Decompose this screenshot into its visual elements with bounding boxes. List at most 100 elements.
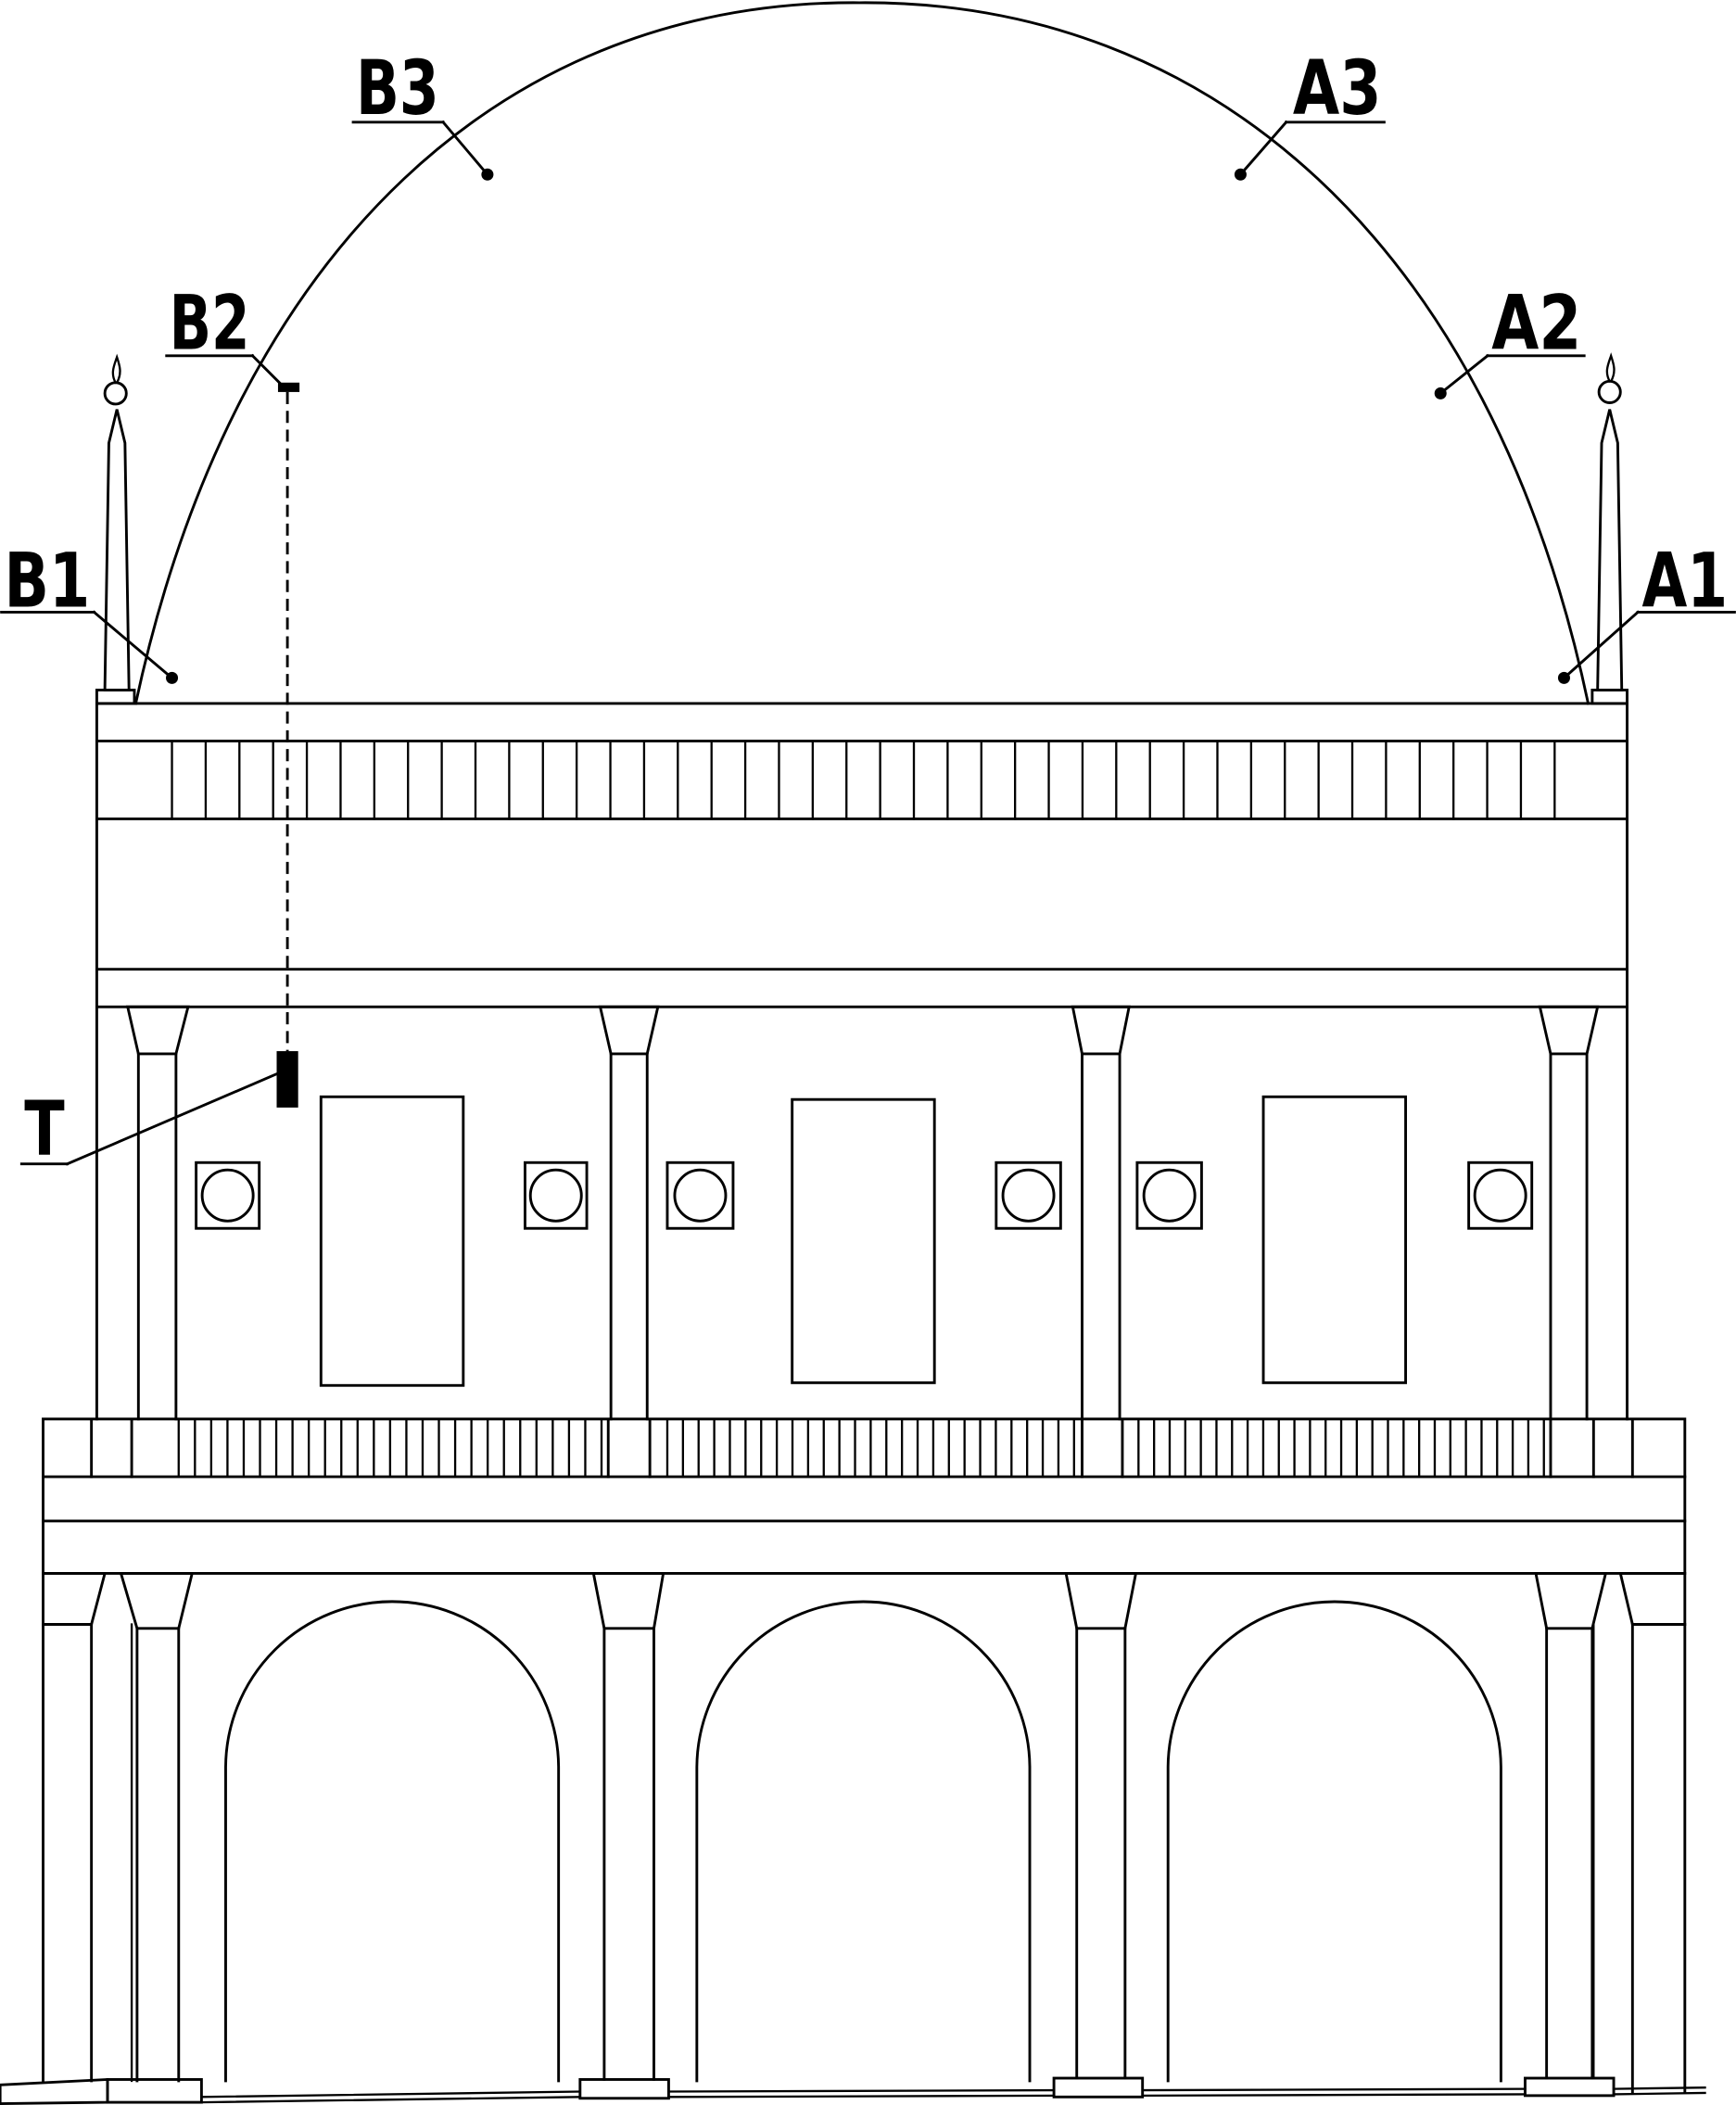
upper-column-capital: [1538, 1005, 1600, 1056]
ground-line: [1141, 2093, 1527, 2098]
round-window-panel: [195, 1160, 261, 1230]
upper-window: [319, 1095, 465, 1388]
point-b2-marker: [277, 382, 300, 392]
pier-capital: [1618, 1572, 1687, 1626]
label-b2: B2: [170, 281, 250, 368]
round-window-panel: [1467, 1160, 1534, 1230]
ground-line: [1612, 2086, 1706, 2090]
label-b1-leader: [92, 610, 174, 680]
round-window-panel: [995, 1160, 1062, 1230]
label-b3-group: B3: [351, 45, 494, 181]
ground-arcade: [0, 1572, 1706, 2105]
point-a2-marker: [1434, 387, 1447, 399]
attic: [95, 702, 1628, 1008]
label-a2-leader: [1438, 353, 1489, 396]
point-b1-marker: [166, 671, 179, 684]
round-window: [200, 1168, 255, 1223]
point-t-marker: [276, 1051, 298, 1108]
plumb-line-group: [276, 382, 300, 1108]
round-window-frame: [995, 1160, 1062, 1230]
spire-plinth: [95, 688, 136, 705]
ground-line: [667, 2094, 1056, 2099]
point-b3-marker: [481, 168, 494, 181]
round-window-panel: [665, 1160, 735, 1230]
label-b3: B3: [356, 45, 439, 133]
left-spire: [95, 353, 136, 705]
ground-column: [119, 1572, 195, 2083]
point-a1-marker: [1557, 671, 1570, 684]
round-window: [1001, 1168, 1056, 1223]
spire-orb: [1597, 379, 1622, 404]
label-a3-leader: [1238, 120, 1288, 177]
ground-column-capital: [119, 1572, 195, 1630]
ground-column: [1064, 1572, 1138, 2080]
ground-column: [591, 1572, 665, 2081]
label-a2: A2: [1491, 281, 1581, 368]
dome-arch: [133, 1, 1590, 705]
spire-obelisk: [103, 409, 131, 691]
label-t: T: [24, 1086, 64, 1173]
round-window: [1142, 1168, 1197, 1223]
ground-line: [1141, 2087, 1527, 2092]
round-window-frame: [1135, 1160, 1203, 1230]
pier: [1618, 1572, 1687, 2093]
label-a3-group: A3: [1234, 45, 1386, 181]
round-window-panel: [524, 1160, 589, 1230]
ground-line: [667, 2088, 1056, 2093]
round-window: [673, 1168, 728, 1223]
point-a3-marker: [1234, 168, 1247, 181]
balustrade-frame: [42, 1417, 1687, 1575]
upper-window: [791, 1097, 936, 1385]
label-b2-group: B2: [165, 281, 285, 387]
ground-column: [1534, 1572, 1608, 2080]
label-b1-group: B1: [0, 539, 179, 684]
upper-column: [598, 1005, 660, 1421]
label-a1-group: A1: [1557, 539, 1736, 684]
upper-column-capital: [598, 1005, 660, 1056]
ground-line: [1612, 2091, 1706, 2096]
label-b3-leader: [441, 120, 489, 177]
base-block: [1052, 2076, 1145, 2099]
round-window-frame: [195, 1160, 261, 1230]
lower-balustrade: [42, 1417, 1687, 1575]
round-window: [1473, 1168, 1527, 1223]
round-window-panel: [1135, 1160, 1203, 1230]
spire-finial: [1605, 352, 1616, 383]
base-block: [1524, 2076, 1616, 2098]
upper-window: [1261, 1095, 1408, 1385]
upper-column-capital: [125, 1005, 190, 1056]
label-a3: A3: [1293, 45, 1382, 133]
spire-plinth: [1590, 688, 1628, 705]
label-b2-leader: [250, 353, 285, 387]
upper-column: [1538, 1005, 1600, 1421]
label-a2-group: A2: [1434, 281, 1586, 399]
label-a1: A1: [1641, 539, 1728, 626]
arch: [224, 1600, 561, 2083]
spire-finial: [111, 353, 121, 385]
right-spire: [1590, 352, 1628, 705]
base-block: [0, 2077, 109, 2105]
round-window-frame: [1467, 1160, 1534, 1230]
base-block: [578, 2078, 670, 2100]
label-t-leader: [65, 1072, 279, 1166]
ground-line: [200, 2090, 582, 2099]
round-window-frame: [524, 1160, 589, 1230]
label-t-group: T: [19, 1072, 279, 1173]
arch: [1166, 1600, 1502, 2083]
upper-column: [125, 1005, 190, 1421]
spire-orb: [103, 381, 128, 406]
round-window: [528, 1168, 583, 1223]
attic-balusters: [171, 740, 1556, 820]
ground-column-capital: [1064, 1572, 1138, 1630]
ground-column-capital: [591, 1572, 665, 1630]
ground-column-capital: [1534, 1572, 1608, 1630]
pier-capital: [42, 1572, 107, 1626]
lower-balusters: [177, 1417, 1545, 1478]
spire-obelisk: [1596, 409, 1624, 691]
label-b1: B1: [4, 539, 90, 626]
ground-line: [200, 2096, 582, 2104]
pier: [42, 1572, 107, 2083]
round-window-frame: [665, 1160, 735, 1230]
upper-column: [1071, 1005, 1131, 1421]
